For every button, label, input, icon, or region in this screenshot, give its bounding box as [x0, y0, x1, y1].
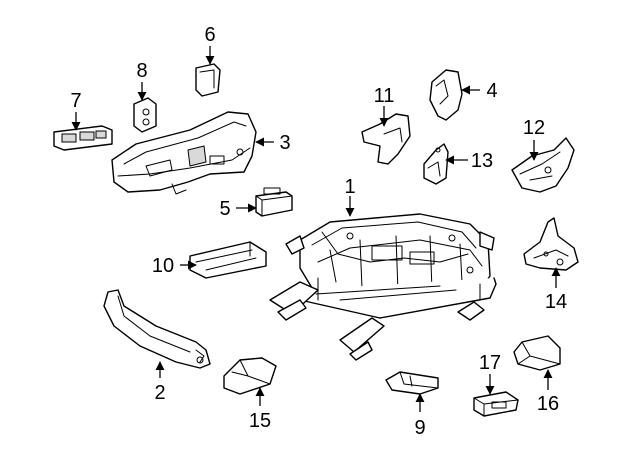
callout-1: 1	[344, 176, 355, 198]
part-17-module[interactable]	[473, 391, 519, 417]
callout-10: 10	[152, 255, 174, 277]
callout-15: 15	[249, 410, 271, 432]
callout-5: 5	[219, 198, 230, 220]
part-5-module[interactable]	[255, 187, 293, 217]
callout-3: 3	[279, 132, 290, 154]
callout-6: 6	[204, 24, 215, 46]
callout-labels: 1 2 3 4 5 6 7 8 9 10 11 12 13 14 15 16 1…	[70, 24, 567, 439]
callout-17: 17	[479, 352, 501, 374]
part-2-lower-shield[interactable]	[103, 289, 211, 369]
part-16-cover[interactable]	[513, 335, 561, 371]
part-3-side-panel[interactable]	[111, 111, 257, 195]
callout-12: 12	[523, 117, 545, 139]
part-12-bracket[interactable]	[511, 137, 575, 193]
part-4-cover[interactable]	[429, 69, 463, 121]
part-8-knob[interactable]	[133, 97, 157, 133]
part-9-bracket[interactable]	[385, 371, 439, 395]
part-6-knob[interactable]	[195, 63, 221, 97]
callout-4: 4	[486, 80, 497, 102]
callout-9: 9	[414, 417, 425, 439]
callout-11: 11	[374, 85, 395, 107]
callout-2: 2	[154, 382, 165, 404]
part-11-cover[interactable]	[361, 113, 411, 165]
part-15-cover[interactable]	[223, 357, 277, 395]
callout-14: 14	[545, 291, 567, 313]
part-14-bracket[interactable]	[523, 217, 579, 271]
part-13-bracket[interactable]	[423, 143, 449, 185]
part-10-rail-cover[interactable]	[189, 241, 267, 279]
leader-lines	[71, 46, 561, 412]
callout-7: 7	[70, 90, 81, 112]
part-1-seat-frame[interactable]	[269, 213, 497, 361]
callout-13: 13	[471, 150, 493, 172]
callout-16: 16	[537, 393, 559, 415]
part-7-switch[interactable]	[53, 125, 113, 151]
callout-8: 8	[136, 60, 147, 82]
